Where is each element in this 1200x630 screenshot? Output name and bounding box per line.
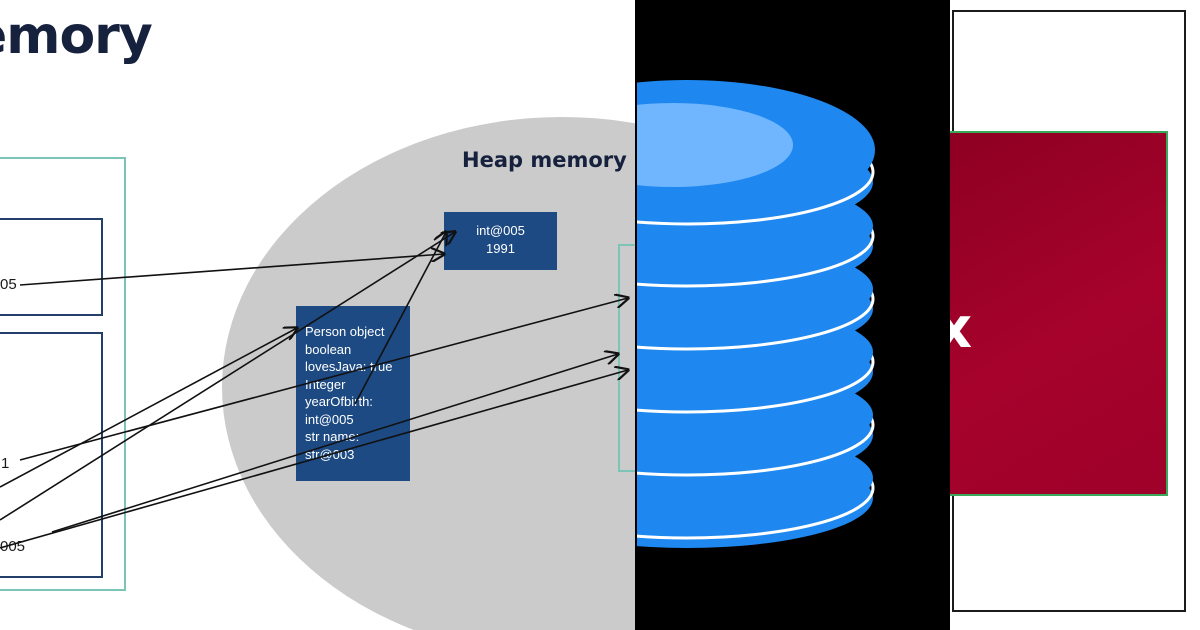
object-line: int@005 bbox=[476, 223, 525, 238]
stack-reference-text: 1 bbox=[1, 455, 10, 472]
memory-diagram-panel: emory Heap memory 05 1 005 int@005 1991 … bbox=[0, 0, 635, 630]
highlighted-box bbox=[950, 131, 1168, 496]
object-line: boolean bbox=[305, 341, 352, 357]
disk-stack-icon bbox=[635, 0, 875, 630]
disk-top bbox=[635, 80, 875, 234]
stack-object-box bbox=[0, 332, 103, 578]
object-line: int@005 bbox=[305, 411, 354, 427]
reference-arrow bbox=[354, 232, 446, 405]
reference-arrow bbox=[0, 370, 628, 549]
object-line: 1991 bbox=[486, 240, 515, 256]
reference-arrow bbox=[19, 254, 444, 286]
slide-title: emory bbox=[0, 6, 153, 66]
stack-variable-box bbox=[0, 218, 103, 316]
close-glyph: x bbox=[950, 296, 973, 361]
object-line: Person object bbox=[305, 324, 385, 339]
device-preview-panel: x bbox=[950, 0, 1200, 630]
reference-arrow bbox=[0, 328, 297, 488]
reference-arrow bbox=[51, 354, 618, 533]
object-line: yearOfbirth: bbox=[305, 394, 373, 409]
stack-frame bbox=[0, 157, 126, 591]
object-line: lovesJava: true bbox=[305, 359, 393, 374]
reference-arrow bbox=[19, 298, 628, 461]
reference-arrows bbox=[0, 0, 635, 549]
reference-arrow bbox=[0, 232, 455, 521]
object-line: Integer bbox=[305, 376, 346, 392]
stack-reference-text: 05 bbox=[0, 276, 17, 293]
heap-memory-label: Heap memory bbox=[462, 148, 627, 172]
integer-object-box: int@005 1991 bbox=[444, 212, 557, 270]
disk-stack-panel bbox=[635, 0, 950, 630]
